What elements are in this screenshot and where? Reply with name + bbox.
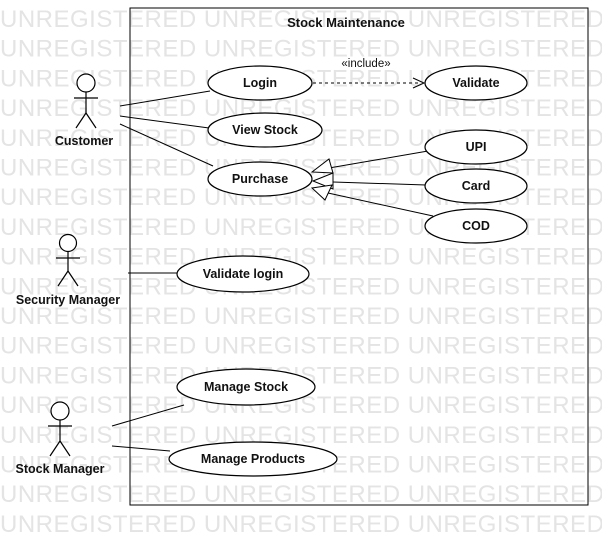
watermark-row: UNREGISTERED UNREGISTERED UNREGISTERED U… bbox=[0, 36, 602, 63]
include-arrowhead bbox=[412, 77, 426, 89]
gen-cod-triangle bbox=[310, 184, 333, 201]
actor-customer[interactable] bbox=[74, 73, 98, 129]
usecase-cod[interactable]: COD bbox=[424, 208, 528, 244]
assoc-stock-manageproducts bbox=[111, 445, 171, 452]
assoc-stock-managestock bbox=[111, 404, 185, 427]
usecase-card-label: Card bbox=[462, 179, 490, 193]
actor-customer-head bbox=[76, 73, 96, 93]
actor-security-label: Security Manager bbox=[16, 293, 120, 307]
watermark-row: UNREGISTERED UNREGISTERED UNREGISTERED U… bbox=[0, 333, 602, 360]
gen-upi-purchase-line bbox=[328, 150, 429, 169]
include-label: «include» bbox=[341, 58, 390, 70]
system-title: Stock Maintenance bbox=[287, 15, 405, 30]
usecase-manage-products-label: Manage Products bbox=[201, 452, 305, 466]
usecase-upi[interactable]: UPI bbox=[424, 129, 528, 165]
gen-upi-triangle bbox=[310, 158, 334, 174]
watermark-row: UNREGISTERED UNREGISTERED UNREGISTERED U… bbox=[0, 481, 602, 508]
gen-card-purchase-line bbox=[332, 181, 427, 186]
assoc-customer-purchase bbox=[119, 123, 214, 167]
usecase-login-label: Login bbox=[243, 76, 277, 90]
usecase-validate[interactable]: Validate bbox=[424, 65, 528, 101]
actor-security-head bbox=[58, 233, 78, 253]
assoc-customer-login bbox=[119, 90, 211, 107]
actor-stock-manager[interactable] bbox=[48, 401, 72, 457]
usecase-purchase[interactable]: Purchase bbox=[207, 161, 313, 197]
actor-stock-label: Stock Manager bbox=[16, 462, 105, 476]
actor-stock-head bbox=[50, 401, 70, 421]
gen-cod-purchase-line bbox=[327, 192, 434, 217]
watermark-row: UNREGISTERED UNREGISTERED UNREGISTERED U… bbox=[0, 6, 602, 33]
gen-card-triangle bbox=[311, 172, 334, 190]
usecase-manage-stock-label: Manage Stock bbox=[204, 380, 288, 394]
usecase-card[interactable]: Card bbox=[424, 168, 528, 204]
usecase-manage-products[interactable]: Manage Products bbox=[168, 441, 338, 477]
usecase-view-stock[interactable]: View Stock bbox=[207, 112, 323, 148]
system-boundary bbox=[129, 7, 589, 506]
usecase-validate-login[interactable]: Validate login bbox=[176, 255, 310, 293]
usecase-cod-label: COD bbox=[462, 219, 490, 233]
usecase-validate-label: Validate bbox=[452, 76, 499, 90]
assoc-customer-viewstock bbox=[119, 115, 210, 129]
usecase-validate-login-label: Validate login bbox=[203, 267, 284, 281]
watermark-row: UNREGISTERED UNREGISTERED UNREGISTERED U… bbox=[0, 511, 602, 538]
actor-customer-label: Customer bbox=[55, 134, 113, 148]
watermark-row: UNREGISTERED UNREGISTERED UNREGISTERED U… bbox=[0, 303, 602, 330]
usecase-login[interactable]: Login bbox=[207, 65, 313, 101]
usecase-view-stock-label: View Stock bbox=[232, 123, 298, 137]
usecase-purchase-label: Purchase bbox=[232, 172, 288, 186]
actor-security-manager[interactable] bbox=[56, 233, 80, 287]
usecase-upi-label: UPI bbox=[466, 140, 487, 154]
watermark-row: UNREGISTERED UNREGISTERED UNREGISTERED U… bbox=[0, 422, 602, 449]
usecase-manage-stock[interactable]: Manage Stock bbox=[176, 368, 316, 406]
